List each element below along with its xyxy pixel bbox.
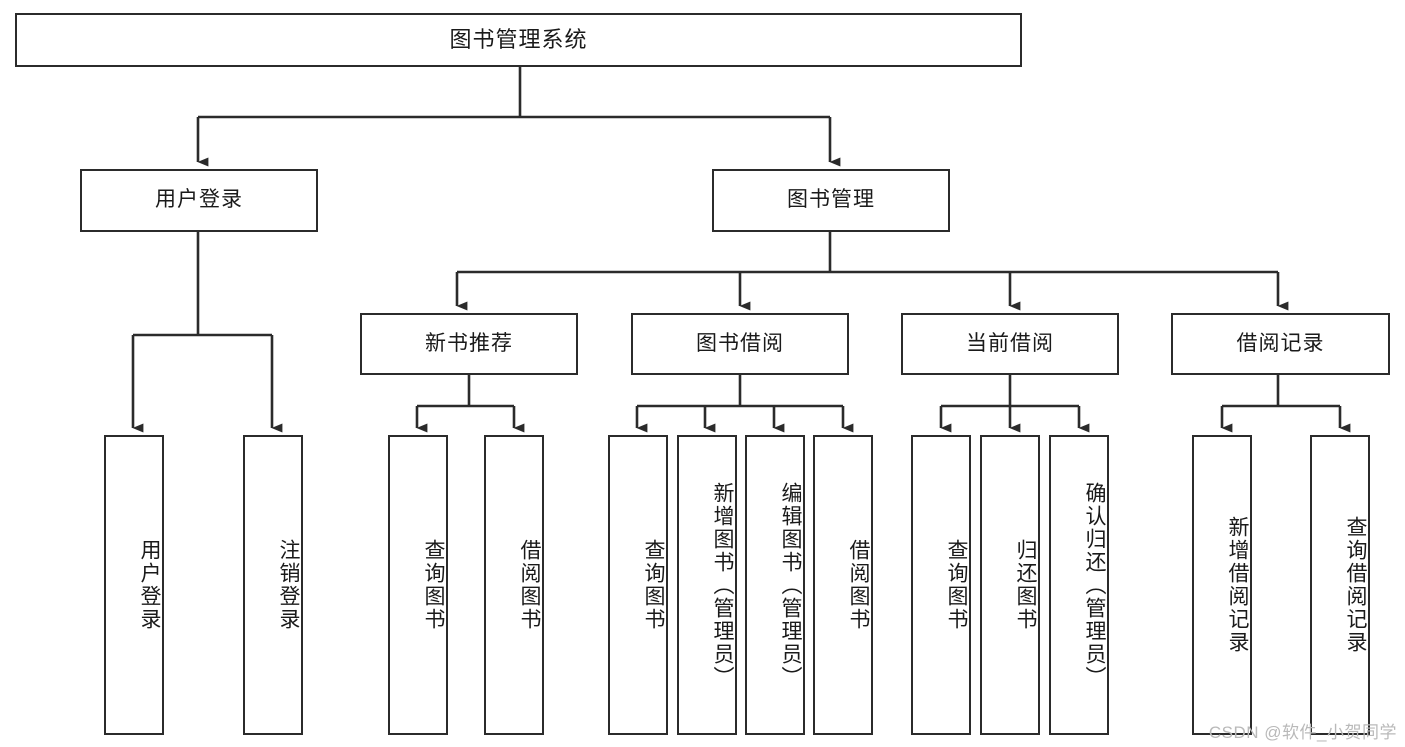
leaf-user-login[interactable]: 用户登录 <box>104 435 164 735</box>
leaf-user-login-label: 用户登录 <box>138 539 161 631</box>
leaf-query-book-1[interactable]: 查询图书 <box>388 435 448 735</box>
leaf-add-record-label: 新增借阅记录 <box>1226 516 1249 654</box>
leaf-borrow-book-2-label: 借阅图书 <box>847 539 870 631</box>
node-book-borrow[interactable]: 图书借阅 <box>631 313 849 375</box>
leaf-return-book[interactable]: 归还图书 <box>980 435 1040 735</box>
node-current-borrow-label: 当前借阅 <box>966 331 1054 355</box>
node-borrow-record-label: 借阅记录 <box>1236 331 1325 355</box>
node-book-manage[interactable]: 图书管理 <box>712 169 950 232</box>
leaf-add-book[interactable]: 新增图书（管理员） <box>677 435 737 735</box>
leaf-borrow-book-2[interactable]: 借阅图书 <box>813 435 873 735</box>
node-new-book-rec-label: 新书推荐 <box>425 331 513 355</box>
leaf-return-book-label: 归还图书 <box>1014 539 1037 631</box>
leaf-confirm-return[interactable]: 确认归还（管理员） <box>1049 435 1109 735</box>
leaf-query-record-label: 查询借阅记录 <box>1344 516 1367 654</box>
leaf-query-book-1-label: 查询图书 <box>422 539 445 631</box>
node-root[interactable]: 图书管理系统 <box>15 13 1022 67</box>
node-new-book-rec[interactable]: 新书推荐 <box>360 313 578 375</box>
watermark: CSDN @软件_小贺同学 <box>1208 723 1397 742</box>
leaf-add-book-label: 新增图书（管理员） <box>711 481 734 689</box>
node-current-borrow[interactable]: 当前借阅 <box>901 313 1119 375</box>
leaf-confirm-return-label: 确认归还（管理员） <box>1083 481 1106 689</box>
leaf-query-book-3[interactable]: 查询图书 <box>911 435 971 735</box>
leaf-borrow-book-1-label: 借阅图书 <box>518 539 541 631</box>
node-user-login-label: 用户登录 <box>155 188 243 212</box>
leaf-query-book-3-label: 查询图书 <box>945 539 968 631</box>
node-book-borrow-label: 图书借阅 <box>696 331 784 355</box>
leaf-user-logout-label: 注销登录 <box>277 539 300 631</box>
node-root-label: 图书管理系统 <box>449 27 588 53</box>
node-book-manage-label: 图书管理 <box>787 188 875 212</box>
leaf-borrow-book-1[interactable]: 借阅图书 <box>484 435 544 735</box>
leaf-user-logout[interactable]: 注销登录 <box>243 435 303 735</box>
leaf-add-record[interactable]: 新增借阅记录 <box>1192 435 1252 735</box>
node-user-login[interactable]: 用户登录 <box>80 169 318 232</box>
leaf-edit-book-label: 编辑图书（管理员） <box>779 481 802 689</box>
leaf-query-record[interactable]: 查询借阅记录 <box>1310 435 1370 735</box>
leaf-query-book-2[interactable]: 查询图书 <box>608 435 668 735</box>
leaf-edit-book[interactable]: 编辑图书（管理员） <box>745 435 805 735</box>
leaf-query-book-2-label: 查询图书 <box>642 539 665 631</box>
node-borrow-record[interactable]: 借阅记录 <box>1171 313 1390 375</box>
